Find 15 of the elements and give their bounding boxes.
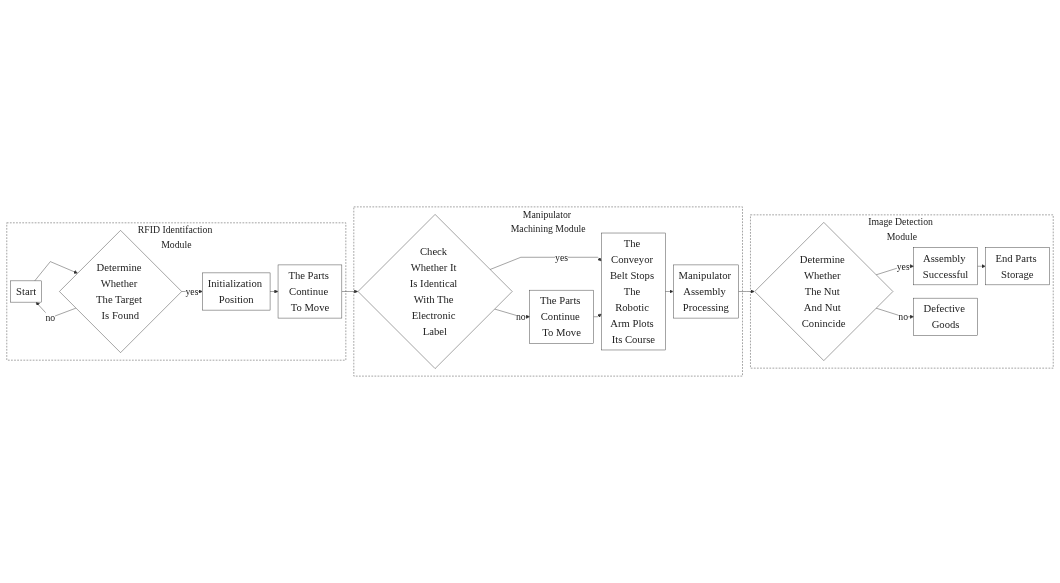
node-box: The Parts Continue To Move xyxy=(277,264,343,319)
edge-label: no xyxy=(898,311,909,323)
node-box: Assembly Successful xyxy=(913,247,978,286)
edge-label: no xyxy=(45,312,56,324)
edge-label: no xyxy=(515,311,526,323)
node-box: Start xyxy=(10,280,42,303)
edge-label: yes xyxy=(896,260,910,272)
node-box: Defective Goods xyxy=(913,297,978,336)
node-box: Manipulator Assembly Processing xyxy=(673,264,739,319)
edge-label: yes xyxy=(185,285,199,298)
node-box: The Parts Continue To Move xyxy=(529,289,594,344)
edge-label: yes xyxy=(555,251,569,263)
node-box: The Conveyor Belt Stops The Robotic Arm Plots Its Course xyxy=(601,232,666,351)
node-box: Initialization Position xyxy=(202,272,271,311)
node-box: End Parts Storage xyxy=(985,247,1050,286)
